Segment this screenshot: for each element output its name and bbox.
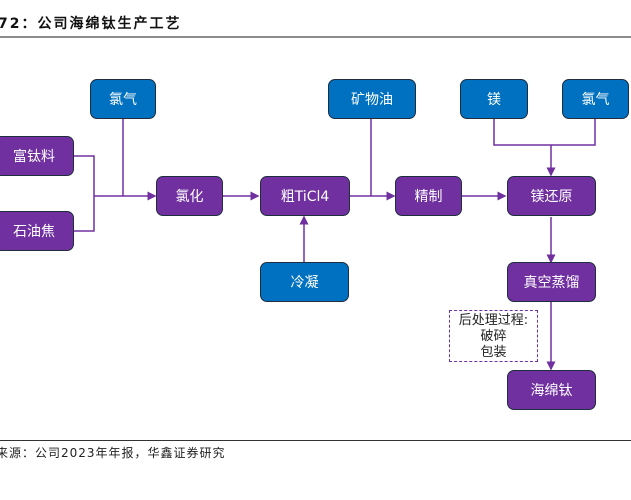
source-note: 来源：公司2023年年报，华鑫证券研究 [0,446,226,460]
node-chlorine-input-2: 氯气 [562,79,629,119]
node-magnesium-input: 镁 [460,79,528,119]
node-label: 精制 [414,189,443,205]
node-label: 镁 [487,92,501,108]
node-petroleum-coke: 石油焦 [0,211,74,251]
node-label: 氯气 [581,92,610,108]
node-mineral-oil: 矿物油 [328,79,416,119]
title-divider [0,36,631,38]
node-label: 粗TiCl4 [280,189,330,205]
node-condensation: 冷凝 [260,262,349,302]
node-label: 氯化 [175,189,204,205]
node-crude-ticl4: 粗TiCl4 [260,176,350,216]
node-label: 富钛料 [13,149,55,165]
footer-divider [0,440,631,441]
node-chlorine-input-1: 氯气 [90,79,156,119]
note-line: 包装 [480,345,507,360]
node-label: 矿物油 [351,92,393,108]
node-vacuum-distillation: 真空蒸馏 [507,262,596,302]
node-label: 石油焦 [13,224,55,240]
node-label: 镁还原 [530,189,573,205]
node-magnesium-reduction: 镁还原 [507,176,596,216]
node-label: 氯气 [109,92,137,108]
node-refining: 精制 [395,176,462,216]
link-petroleum-coke [74,195,95,232]
node-sponge-titanium: 海绵钛 [507,370,596,410]
link-chlorine-2 [551,119,596,146]
post-processing-note: 后处理过程: 破碎 包装 [449,310,538,362]
node-label: 冷凝 [290,275,319,291]
node-label: 海绵钛 [530,383,573,399]
node-rich-titanium: 富钛料 [0,136,74,176]
connector-lines [74,119,596,371]
node-label: 真空蒸馏 [523,275,580,291]
note-line: 后处理过程: [458,313,529,328]
note-line: 破碎 [480,329,507,344]
link-magnesium [493,119,551,146]
link-rich-titanium [74,155,95,195]
figure-title: 72：公司海绵钛生产工艺 [0,16,182,32]
node-chlorination: 氯化 [156,176,223,216]
